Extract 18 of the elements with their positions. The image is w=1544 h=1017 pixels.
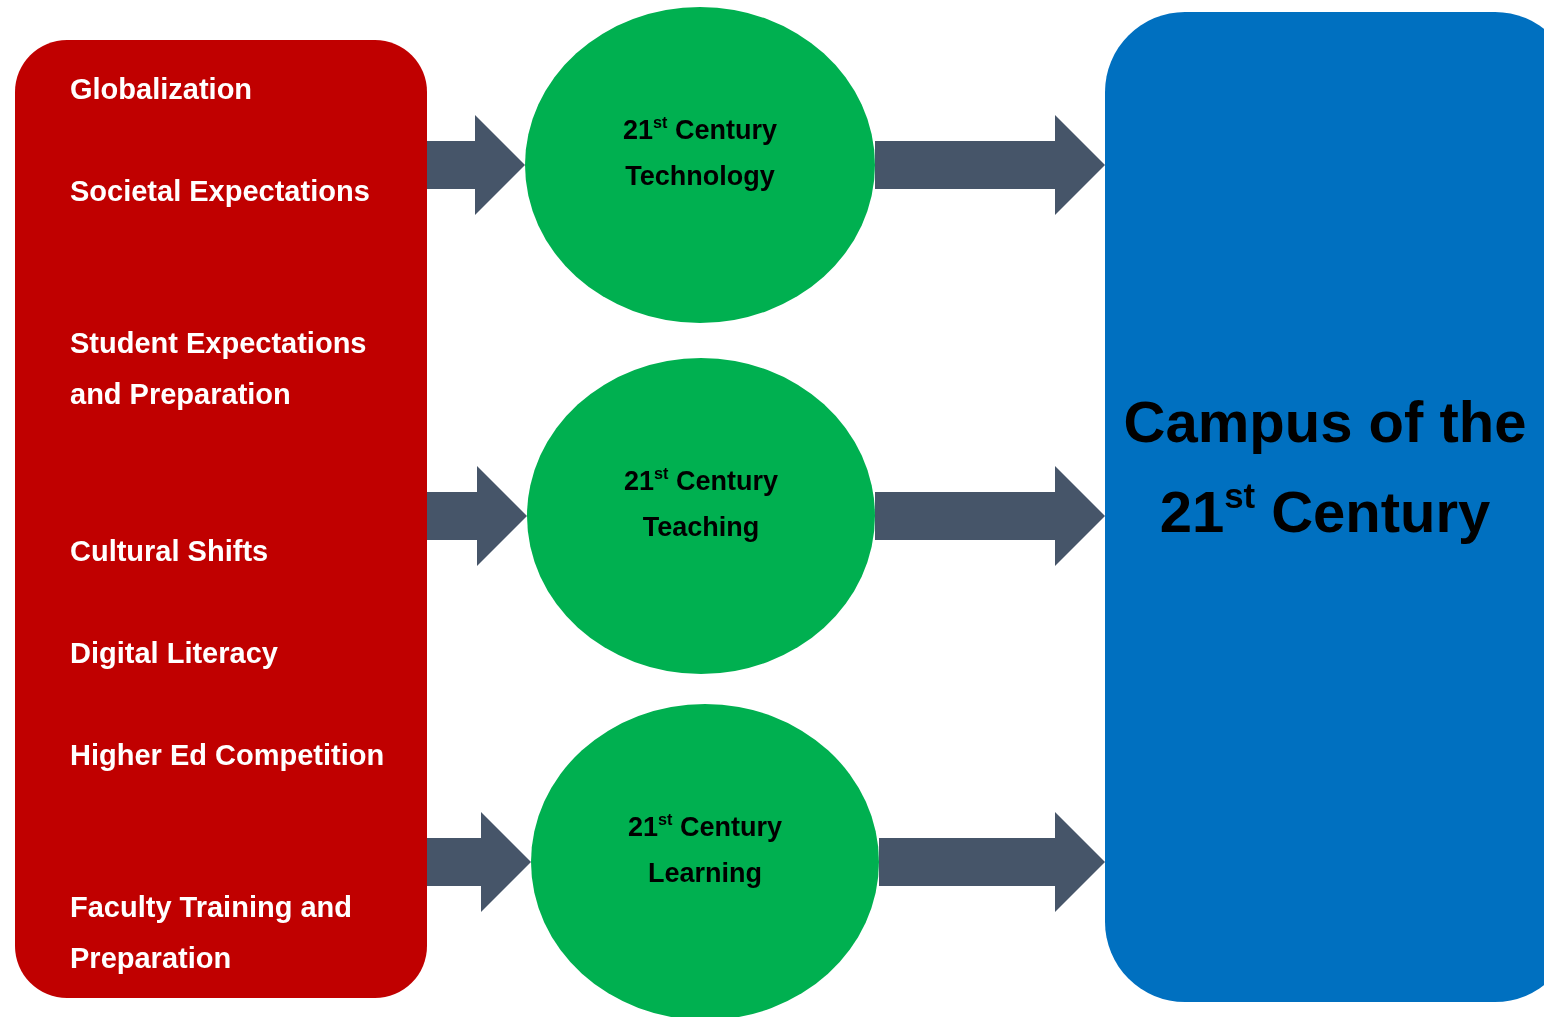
- goal-title: Campus of the 21$^{st}$ Century: [1122, 388, 1528, 546]
- pillar-label: 21$^{st}$ Century Technology: [622, 111, 778, 193]
- factor-text: Cultural Shifts: [70, 534, 270, 569]
- block-arrow: [879, 812, 1105, 912]
- factor-panel: [15, 40, 427, 998]
- block-arrow: [427, 812, 531, 912]
- factor-text: Globalization: [70, 72, 254, 107]
- factor-text: Faculty Training and Preparation: [70, 890, 353, 976]
- pillar-label: 21$^{st}$ Century Teaching: [623, 462, 779, 544]
- block-arrow: [427, 466, 527, 566]
- goal-panel: [1105, 12, 1544, 1002]
- factor-text: Societal Expectations: [70, 174, 371, 209]
- pillar-label: 21$^{st}$ Century Learning: [627, 808, 783, 890]
- factor-text: Student Expectations and Preparation: [70, 326, 368, 412]
- factor-text: Digital Literacy: [70, 636, 279, 671]
- block-arrow: [875, 115, 1105, 215]
- factor-text: Higher Ed Competition: [70, 738, 386, 773]
- block-arrow: [427, 115, 525, 215]
